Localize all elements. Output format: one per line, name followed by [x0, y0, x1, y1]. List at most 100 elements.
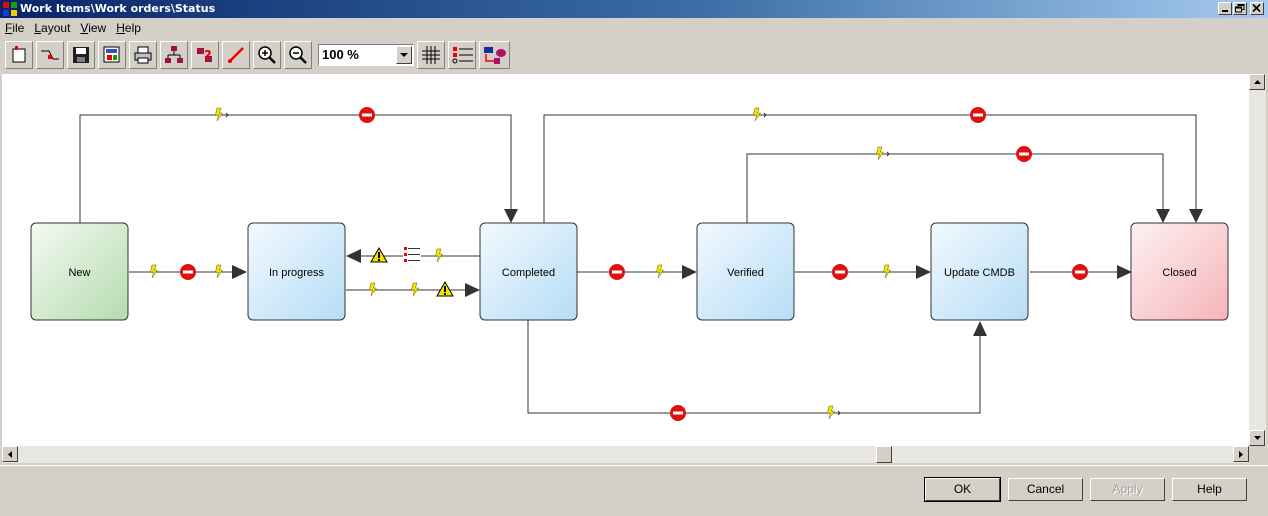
restore-button[interactable] — [1233, 2, 1247, 15]
chevron-up-icon — [1254, 80, 1261, 84]
scrollbar-corner — [1249, 446, 1266, 463]
arrowhead — [916, 265, 931, 279]
state-closed[interactable]: Closed — [1130, 222, 1229, 321]
trigger-icon[interactable] — [656, 264, 664, 279]
scroll-right-button[interactable] — [1233, 446, 1249, 462]
vertical-scrollbar[interactable] — [1249, 74, 1266, 446]
edge-new-to-completed-top[interactable] — [79, 114, 512, 223]
save-icon — [73, 47, 89, 63]
edge-verified-to-closed-top[interactable] — [746, 153, 1164, 223]
trigger-icon[interactable] — [753, 107, 767, 122]
stop-icon[interactable] — [359, 107, 375, 123]
trigger-icon[interactable] — [411, 282, 419, 297]
arrowhead — [1156, 209, 1170, 223]
warning-icon[interactable] — [370, 246, 388, 263]
minimize-icon — [1222, 10, 1228, 12]
chevron-down-icon — [400, 53, 408, 57]
new-state-icon — [12, 46, 26, 63]
arrowhead — [504, 209, 518, 223]
help-button[interactable]: Help — [1172, 478, 1247, 501]
stop-icon[interactable] — [1072, 264, 1088, 280]
state-label-completed: Completed — [502, 267, 555, 279]
arrowhead — [346, 249, 361, 263]
state-label-new: New — [68, 267, 90, 279]
stop-icon[interactable] — [609, 264, 625, 280]
zoom-out-button[interactable] — [284, 41, 312, 69]
trigger-icon[interactable] — [369, 282, 377, 297]
arrowhead — [1189, 209, 1203, 223]
title-bar: Work Items\Work orders\Status — [0, 0, 1268, 18]
new-transition-button[interactable] — [36, 41, 64, 69]
auto-layout-button[interactable] — [160, 41, 188, 69]
shapes-button[interactable] — [479, 41, 510, 69]
ok-button[interactable]: OK — [924, 477, 1001, 502]
svg-text:?: ? — [204, 49, 212, 64]
menu-bar: File Layout View Help — [0, 19, 1268, 37]
zoom-select[interactable]: 100 % — [318, 44, 414, 66]
workflow-diagram: New In progress Completed Verified Updat… — [30, 107, 1229, 421]
toolbar: ? 100 % — [0, 39, 1268, 73]
form-icon[interactable] — [403, 246, 421, 264]
stop-icon[interactable] — [180, 264, 196, 280]
zoom-in-icon — [258, 46, 276, 64]
legend-button[interactable] — [448, 41, 476, 69]
apply-button[interactable]: Apply — [1090, 478, 1165, 501]
trigger-icon[interactable] — [827, 405, 841, 420]
close-button[interactable] — [1250, 2, 1264, 15]
validate-button[interactable]: ? — [191, 41, 219, 69]
state-in-progress[interactable]: In progress — [247, 222, 346, 321]
auto-layout-icon — [165, 46, 183, 63]
edge-completed-to-updatecmdb-bottom[interactable] — [527, 320, 981, 414]
state-completed[interactable]: Completed — [479, 222, 578, 321]
arrowhead — [465, 283, 480, 297]
validate-icon: ? — [197, 48, 212, 64]
state-new[interactable]: New — [30, 222, 129, 321]
menu-view[interactable]: View — [80, 21, 107, 35]
grid-button[interactable] — [417, 41, 445, 69]
legend-icon — [452, 47, 473, 64]
zoom-in-button[interactable] — [253, 41, 281, 69]
stop-icon[interactable] — [670, 405, 686, 421]
trigger-icon[interactable] — [215, 107, 229, 122]
cancel-button[interactable]: Cancel — [1008, 478, 1083, 501]
window-title: Work Items\Work orders\Status — [20, 2, 216, 15]
new-state-button[interactable] — [5, 41, 33, 69]
scroll-left-button[interactable] — [2, 446, 18, 462]
state-label-update-cmdb: Update CMDB — [944, 267, 1015, 279]
edge-completed-to-closed-top[interactable] — [543, 114, 1197, 223]
warning-icon[interactable] — [436, 280, 454, 297]
arrowhead — [973, 321, 987, 336]
state-label-closed: Closed — [1162, 267, 1196, 279]
print-button[interactable] — [129, 41, 157, 69]
save-button[interactable] — [67, 41, 95, 69]
state-update-cmdb[interactable]: Update CMDB — [930, 222, 1029, 321]
app-icon — [3, 2, 17, 16]
scroll-down-button[interactable] — [1249, 430, 1265, 446]
state-verified[interactable]: Verified — [696, 222, 795, 321]
scroll-thumb[interactable] — [876, 446, 892, 463]
horizontal-scrollbar[interactable] — [2, 446, 1249, 463]
state-label-in-progress: In progress — [269, 267, 325, 279]
menu-file[interactable]: File — [5, 21, 25, 35]
properties-button[interactable] — [98, 41, 126, 69]
chevron-down-icon — [1254, 436, 1261, 440]
stop-icon[interactable] — [970, 107, 986, 123]
scroll-up-button[interactable] — [1249, 74, 1265, 90]
zoom-value: 100 % — [322, 47, 359, 62]
minimize-button[interactable] — [1218, 2, 1232, 15]
trigger-icon[interactable] — [215, 264, 223, 279]
restore-icon — [1235, 4, 1245, 13]
zoom-out-icon — [289, 46, 307, 64]
trigger-icon[interactable] — [150, 264, 158, 279]
stop-icon[interactable] — [1016, 146, 1032, 162]
arrowhead — [232, 265, 247, 279]
delete-button[interactable] — [222, 41, 250, 69]
menu-layout[interactable]: Layout — [34, 21, 71, 35]
zoom-dropdown-button[interactable] — [396, 46, 412, 64]
diagram-canvas[interactable]: New In progress Completed Verified Updat… — [2, 74, 1249, 446]
menu-help[interactable]: Help — [116, 21, 141, 35]
trigger-icon[interactable] — [883, 264, 891, 279]
stop-icon[interactable] — [832, 264, 848, 280]
trigger-icon[interactable] — [435, 248, 443, 263]
trigger-icon[interactable] — [876, 146, 890, 161]
